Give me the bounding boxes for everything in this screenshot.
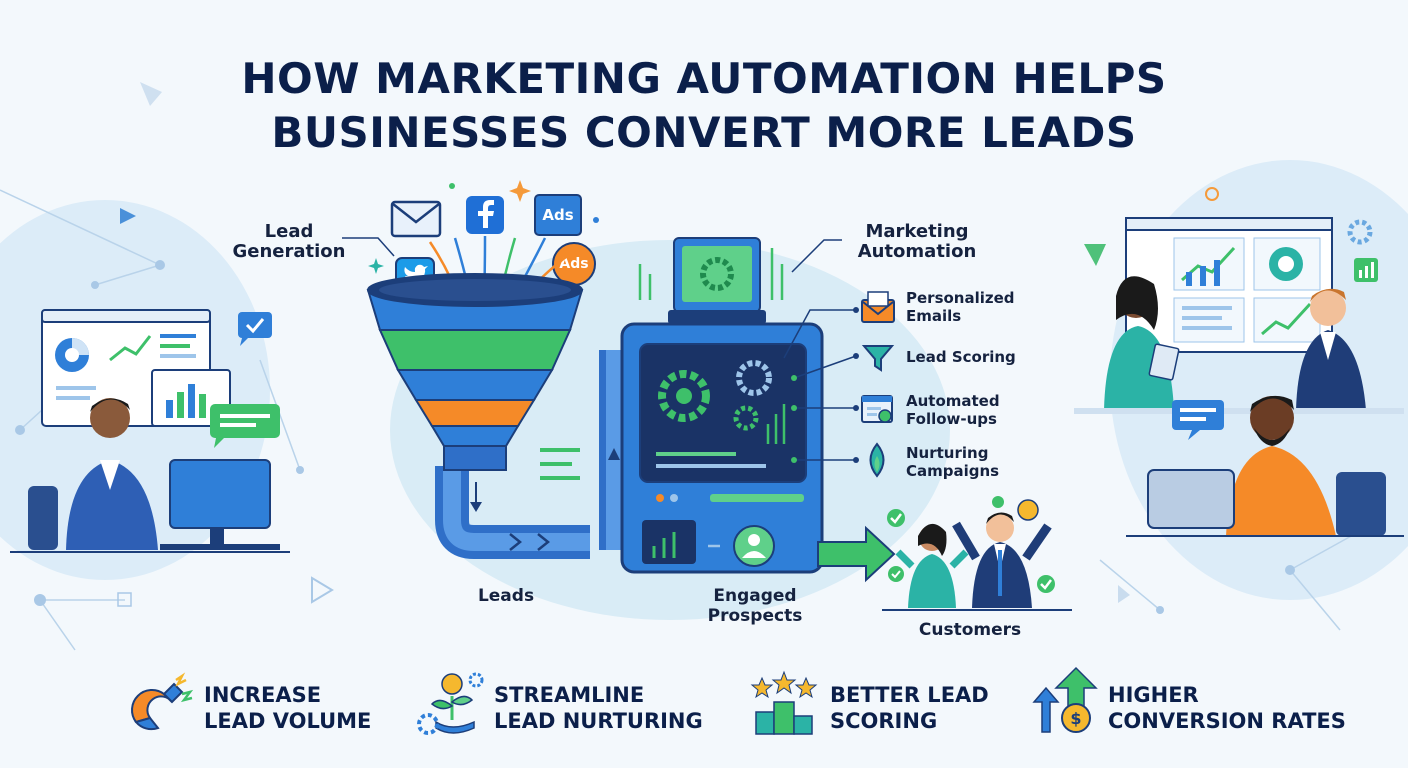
benefit-better-lead-scoring: BETTER LEAD SCORING — [750, 670, 1012, 746]
leads-label: Leads — [477, 586, 535, 606]
right-scene-illustration — [1074, 217, 1404, 537]
feature-2-line-1: Lead Scoring — [906, 348, 1016, 366]
feature-3-line-1: Automated — [906, 392, 1000, 410]
benefit-increase-lead-volume: INCREASE LEAD VOLUME — [126, 672, 386, 746]
feature-3-line-2: Follow-ups — [906, 410, 997, 428]
feature-4-line-2: Campaigns — [906, 462, 1000, 480]
star-podium-icon — [750, 670, 818, 735]
customers-label: Customers — [918, 620, 1022, 640]
benefit-1-line-1: INCREASE — [204, 683, 322, 707]
lead-scoring-funnel-icon — [861, 345, 895, 372]
benefit-4-line-2: CONVERSION RATES — [1108, 709, 1346, 733]
customers-illustration — [882, 496, 1072, 611]
lead-generation-line-1: Lead — [264, 221, 314, 242]
sparkle-icons — [368, 180, 599, 274]
ads-source-badge-blue: Ads — [534, 194, 582, 236]
ads-source-label-2: Ads — [559, 256, 589, 272]
title-line-2: BUSINESSES CONVERT MORE LEADS — [271, 108, 1137, 157]
benefit-4-line-1: HIGHER — [1108, 683, 1199, 707]
marketing-automation-label: Marketing Automation — [842, 222, 992, 262]
engaged-prospects-line-1: Engaged — [713, 586, 797, 606]
engaged-prospects-line-2: Prospects — [707, 606, 803, 626]
benefit-1-text: INCREASE LEAD VOLUME — [204, 682, 371, 734]
benefit-3-line-1: BETTER LEAD — [830, 683, 989, 707]
plant-growth-icon — [417, 672, 484, 735]
email-source-icon — [390, 200, 442, 238]
marketing-automation-pointer — [791, 239, 842, 273]
conversion-arrow-icon: $ — [1032, 666, 1098, 733]
marketing-automation-line-1: Marketing — [865, 221, 969, 242]
benefit-2-line-1: STREAMLINE — [494, 683, 645, 707]
lead-generation-line-2: Generation — [232, 241, 346, 262]
automated-followup-icon — [861, 395, 893, 423]
feature-personalized-emails: Personalized Emails — [906, 289, 1015, 325]
page-title: HOW MARKETING AUTOMATION HELPS BUSINESSE… — [0, 52, 1408, 160]
feature-automated-follow-ups: Automated Follow-ups — [906, 392, 1000, 428]
marketing-automation-line-2: Automation — [857, 241, 977, 262]
feature-4-line-1: Nurturing — [906, 444, 989, 462]
left-scene-illustration — [10, 309, 290, 553]
to-customers-arrow — [817, 525, 896, 583]
feature-connector-lines — [783, 307, 859, 463]
svg-text:$: $ — [1070, 709, 1081, 728]
benefit-3-text: BETTER LEAD SCORING — [830, 682, 989, 734]
benefit-streamline-lead-nurturing: STREAMLINE LEAD NURTURING — [416, 672, 716, 746]
benefit-4-text: HIGHER CONVERSION RATES — [1108, 682, 1346, 734]
feature-lead-scoring: Lead Scoring — [906, 348, 1016, 366]
engaged-prospects-label: Engaged Prospects — [690, 586, 820, 626]
magnet-icon — [131, 672, 194, 731]
ads-source-label-1: Ads — [542, 206, 574, 224]
benefit-2-text: STREAMLINE LEAD NURTURING — [494, 682, 703, 734]
data-flow-lines — [540, 448, 580, 480]
benefit-2-line-2: LEAD NURTURING — [494, 709, 703, 733]
benefit-higher-conversion-rates: $ HIGHER CONVERSION RATES — [1030, 666, 1350, 746]
feature-1-line-1: Personalized — [906, 289, 1015, 307]
lead-generation-label: Lead Generation — [224, 222, 354, 262]
feature-1-line-2: Emails — [906, 307, 962, 325]
facebook-source-icon — [466, 196, 504, 234]
benefit-3-line-2: SCORING — [830, 709, 938, 733]
nurturing-campaign-icon — [869, 442, 885, 478]
automation-machine — [620, 237, 824, 574]
lead-generation-pointer — [342, 237, 395, 257]
recycle-pipe — [599, 350, 629, 550]
lead-funnel — [366, 273, 590, 559]
personalized-email-icon — [861, 291, 895, 323]
title-line-1: HOW MARKETING AUTOMATION HELPS — [241, 54, 1167, 103]
feature-nurturing-campaigns: Nurturing Campaigns — [906, 444, 999, 480]
benefit-1-line-2: LEAD VOLUME — [204, 709, 372, 733]
